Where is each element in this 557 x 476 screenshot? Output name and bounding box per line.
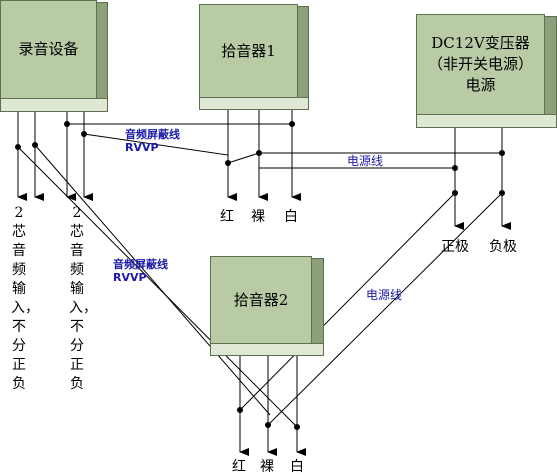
junction-dot xyxy=(452,190,458,196)
power-line-mid-b xyxy=(267,192,503,426)
junction-dot xyxy=(452,165,458,171)
psu-box: DC12V变压器 （非开关电源） 电源 xyxy=(416,14,557,128)
box-side xyxy=(96,2,108,110)
input-note-right: 2芯音频输入，不分正负 xyxy=(69,205,97,392)
shielded-cable-label-mid: 音频屏蔽线 RVVP xyxy=(113,258,168,284)
shielded-cable-label-top: 音频屏蔽线 RVVP xyxy=(125,128,180,154)
mic1-terminal-red: 红 xyxy=(220,209,234,225)
mic2-terminal-bare: 裸 xyxy=(260,459,274,475)
junction-dot xyxy=(237,407,243,413)
power-line-label-mid: 电源线 xyxy=(366,288,403,302)
box-top xyxy=(0,98,108,112)
junction-dot xyxy=(499,190,505,196)
psu-label: DC12V变压器 （非开关电源） 电源 xyxy=(416,14,545,115)
junction-dot xyxy=(64,121,70,127)
recorder-box: 录音设备 xyxy=(0,0,108,112)
psu-terminal-positive: 正极 xyxy=(441,239,469,255)
psu-terminal-negative: 负极 xyxy=(489,239,517,255)
mic2-box: 拾音器2 xyxy=(210,256,324,356)
box-side xyxy=(311,258,324,356)
junction-dot xyxy=(265,422,271,428)
mic1-terminal-white: 白 xyxy=(284,209,298,225)
box-top xyxy=(416,114,557,128)
junction-dot xyxy=(15,144,21,150)
junction-dot xyxy=(225,160,231,166)
junction-dot xyxy=(32,142,38,148)
box-top xyxy=(199,97,309,110)
shielded-cable-mid-b xyxy=(34,144,271,416)
shielded-cable-mid-a xyxy=(17,146,298,428)
junction-dot xyxy=(289,121,295,127)
box-side xyxy=(297,6,309,110)
power-line-label-top: 电源线 xyxy=(347,154,384,168)
junction-dot xyxy=(294,424,300,430)
input-note-left: 2芯音频输入，不分正负 xyxy=(11,205,39,392)
mic1-terminal-bare: 裸 xyxy=(251,209,265,225)
junction-dot xyxy=(81,131,87,137)
mic1-box: 拾音器1 xyxy=(199,4,309,110)
mic2-terminal-red: 红 xyxy=(232,459,246,475)
mic2-terminal-white: 白 xyxy=(290,459,304,475)
box-top xyxy=(210,343,324,356)
mic1-label: 拾音器1 xyxy=(199,4,298,98)
mic2-label: 拾音器2 xyxy=(210,256,312,344)
junction-dot xyxy=(499,150,505,156)
box-side xyxy=(544,16,557,128)
junction-dot xyxy=(256,150,262,156)
recorder-label: 录音设备 xyxy=(0,0,97,99)
power-line-mid-a xyxy=(239,192,456,411)
